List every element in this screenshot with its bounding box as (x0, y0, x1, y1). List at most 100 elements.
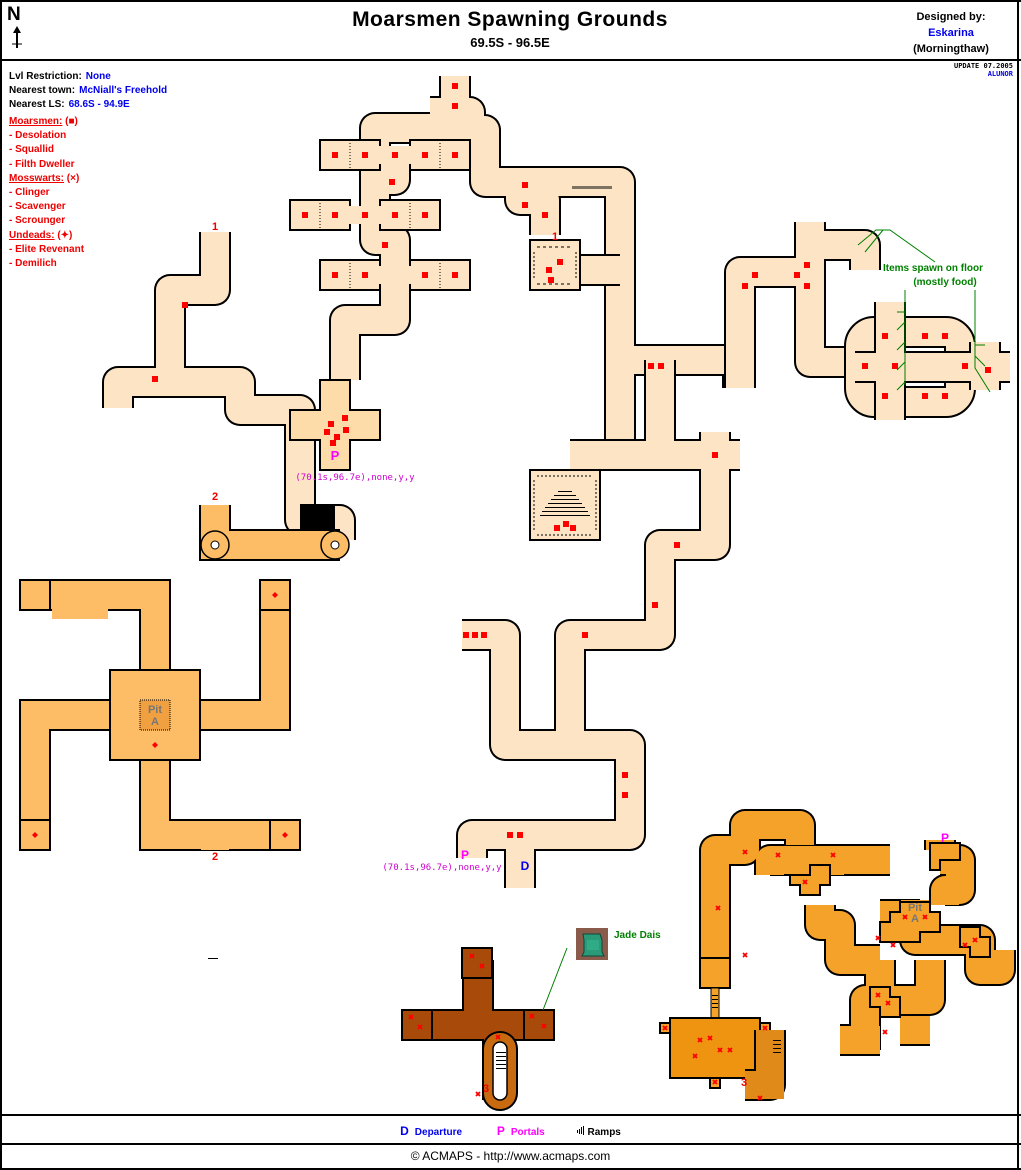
designer-block: Designed by: Eskarina (Morningthaw) (891, 9, 1011, 57)
portal-marker-level4[interactable]: P (941, 831, 949, 845)
moarsmen-marker (422, 212, 428, 218)
moarsmen-marker (362, 212, 368, 218)
undead-marker (272, 592, 278, 598)
mosswart-marker (662, 1025, 668, 1031)
moarsmen-marker (794, 272, 800, 278)
page-coordinates: 69.5S - 96.5E (470, 35, 550, 50)
moarsmen-marker (652, 602, 658, 608)
moarsmen-marker (862, 363, 868, 369)
nearest-town-label: Nearest town: (9, 85, 76, 97)
moarsmen-marker (332, 212, 338, 218)
mosswart-marker (742, 952, 748, 958)
moarsmen-marker (452, 272, 458, 278)
monster-markers (32, 83, 991, 1101)
link-3-right: 3 (741, 1077, 747, 1089)
items-note-line2: (mostly food) (913, 277, 976, 288)
moarsmen-marker (481, 632, 487, 638)
pit-a-letter-right: A (911, 913, 919, 925)
ramps-legend-label: Ramps (587, 1127, 621, 1138)
link-1-left: 1 (212, 221, 218, 233)
undead-marker (152, 742, 158, 748)
moarsmen-marker (382, 242, 388, 248)
moarsmen-marker (892, 363, 898, 369)
portal-destination-1: (70.1s,96.7e),none,y,y (295, 473, 415, 483)
monster-group-mosswarts: Mosswarts: (9, 172, 65, 184)
pit-a-label-right: Pit (908, 902, 922, 914)
level-1-barracks (289, 139, 471, 291)
moarsmen-marker (554, 525, 560, 531)
departure-legend-symbol: D (400, 1124, 409, 1138)
mosswart-marker (742, 849, 748, 855)
level-1-corridors (102, 76, 881, 888)
mosswart-marker (885, 1000, 891, 1006)
pyramid-room (529, 469, 601, 541)
portal-marker-cross[interactable]: P (331, 448, 340, 463)
level-2 (19, 579, 301, 851)
moarsmen-marker (362, 152, 368, 158)
monster-item: - Elite Revenant (9, 243, 85, 255)
moarsmen-marker (522, 202, 528, 208)
mosswart-marker (757, 1095, 763, 1101)
moarsmen-marker (648, 363, 654, 369)
monster-item: - Scavenger (9, 201, 66, 213)
designed-by-label: Designed by: (916, 11, 986, 23)
mosswart-marker (541, 1023, 547, 1029)
mosswart-marker (775, 852, 781, 858)
ramp-room-1 (529, 186, 612, 291)
moarsmen-marker (557, 259, 563, 265)
level-3 (401, 947, 555, 1111)
moarsmen-marker (882, 393, 888, 399)
departure-marker[interactable]: D (521, 859, 530, 873)
mosswart-marker (712, 1079, 718, 1085)
moarsmen-marker (472, 632, 478, 638)
monster-item: - Demilich (9, 258, 57, 270)
items-note-line1: Items spawn on floor (883, 263, 983, 274)
north-arrow-icon (12, 26, 22, 48)
mosswart-marker (692, 1053, 698, 1059)
mosswart-marker (417, 1024, 423, 1030)
moarsmen-marker (392, 212, 398, 218)
monster-item: - Scrounger (9, 215, 66, 227)
update-block: UPDATE 07.2005 ALUNOR (954, 62, 1013, 78)
moarsmen-marker (362, 272, 368, 278)
mosswart-marker (707, 1035, 713, 1041)
moarsmen-marker (452, 83, 458, 89)
monster-group-moarsmen: Moarsmen: (9, 116, 63, 127)
moarsmen-marker (622, 772, 628, 778)
monster-group-undeads: Undeads: (9, 229, 55, 241)
mosswart-marker (408, 1014, 414, 1020)
portal-legend-symbol: P (496, 1124, 505, 1138)
mosswart-marker (529, 1013, 535, 1019)
footer-divider-bottom (0, 1143, 1021, 1145)
moarsmen-marker (330, 440, 336, 446)
portal-destination-2: (70.1s,96.7e),none,y,y (382, 863, 502, 873)
ramp-markers (208, 958, 781, 1069)
pit-a-letter-left: A (151, 716, 159, 728)
moarsmen-marker (563, 521, 569, 527)
bottom-border (0, 1168, 1021, 1170)
mosswart-marker (802, 879, 808, 885)
moarsmen-marker (452, 152, 458, 158)
moarsmen-marker (152, 376, 158, 382)
monster-item: - Clinger (9, 187, 50, 199)
moarsmen-marker (712, 452, 718, 458)
copyright: © ACMAPS - http://www.acmaps.com (410, 1149, 611, 1163)
mosswart-marker (922, 914, 928, 920)
mosswart-marker (469, 953, 475, 959)
undead-marker (282, 832, 288, 838)
items-note-lines (857, 229, 991, 393)
moarsmen-marker (570, 525, 576, 531)
link-1-ramp: 1 (552, 231, 558, 243)
moarsmen-marker (752, 272, 758, 278)
portal-marker-lower[interactable]: P (461, 848, 469, 862)
moarsmen-marker (804, 283, 810, 289)
ring-junctions (199, 505, 350, 561)
jade-dais-marker (542, 928, 608, 1011)
moarsmen-marker (332, 272, 338, 278)
monster-item: - Filth Dweller (9, 158, 75, 170)
moarsmen-marker (422, 272, 428, 278)
nearest-ls-label: Nearest LS: (9, 99, 65, 111)
